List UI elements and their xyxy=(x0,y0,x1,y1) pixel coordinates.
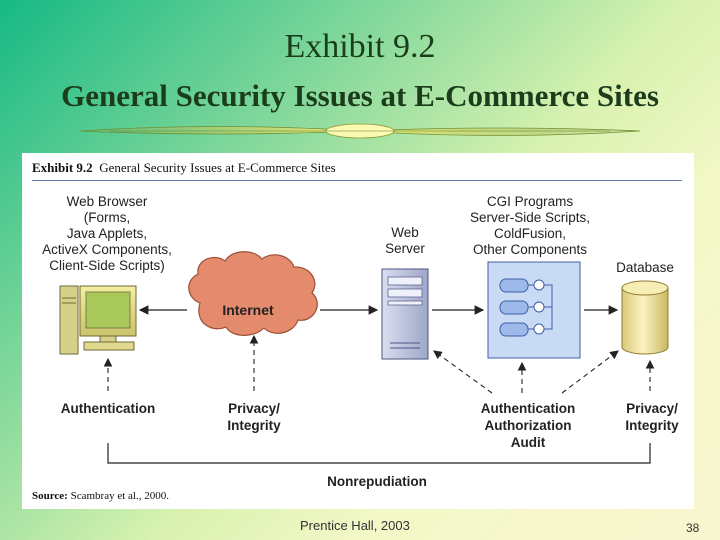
page-number: 38 xyxy=(686,521,700,535)
security-diagram xyxy=(59,251,669,464)
cgi-label: CGI Programs Server-Side Scripts, ColdFu… xyxy=(469,194,591,257)
privacy-left-label: Privacy/ Integrity xyxy=(227,401,281,433)
nonrepudiation-label: Nonrepudiation xyxy=(327,474,427,489)
slide-footer: Prentice Hall, 2003 xyxy=(300,518,410,533)
database-icon xyxy=(621,280,669,355)
caption-number: Exhibit 9.2 xyxy=(32,160,93,175)
nonrepudiation-bracket xyxy=(107,443,651,464)
slide-subtitle: General Security Issues at E-Commerce Si… xyxy=(61,78,659,113)
figure-source: Source: Scambray et al., 2000. xyxy=(32,490,169,502)
decorative-divider xyxy=(80,123,640,139)
slide-title: Exhibit 9.2 xyxy=(284,28,436,65)
web-server-icon xyxy=(381,268,429,360)
computer-icon xyxy=(59,285,137,355)
caption-text: General Security Issues at E-Commerce Si… xyxy=(99,160,336,175)
internet-label: Internet xyxy=(222,302,274,318)
browser-label: Web Browser (Forms, Java Applets, Active… xyxy=(42,194,172,273)
figure-panel: Exhibit 9.2 General Security Issues at E… xyxy=(22,153,694,509)
database-label: Database xyxy=(616,260,674,275)
internet-cloud-icon xyxy=(188,251,318,336)
privacy-right-label: Privacy/ Integrity xyxy=(625,401,679,433)
auth-center-label: Authentication Authorization Audit xyxy=(480,401,576,450)
cgi-components-icon xyxy=(487,261,581,359)
dashed-arrow-auth-database xyxy=(561,350,619,394)
authentication-left-label: Authentication xyxy=(60,401,156,416)
figure-caption: Exhibit 9.2 General Security Issues at E… xyxy=(32,160,682,181)
web-server-label: Web Server xyxy=(385,225,425,256)
dashed-arrow-auth-server xyxy=(433,350,493,394)
